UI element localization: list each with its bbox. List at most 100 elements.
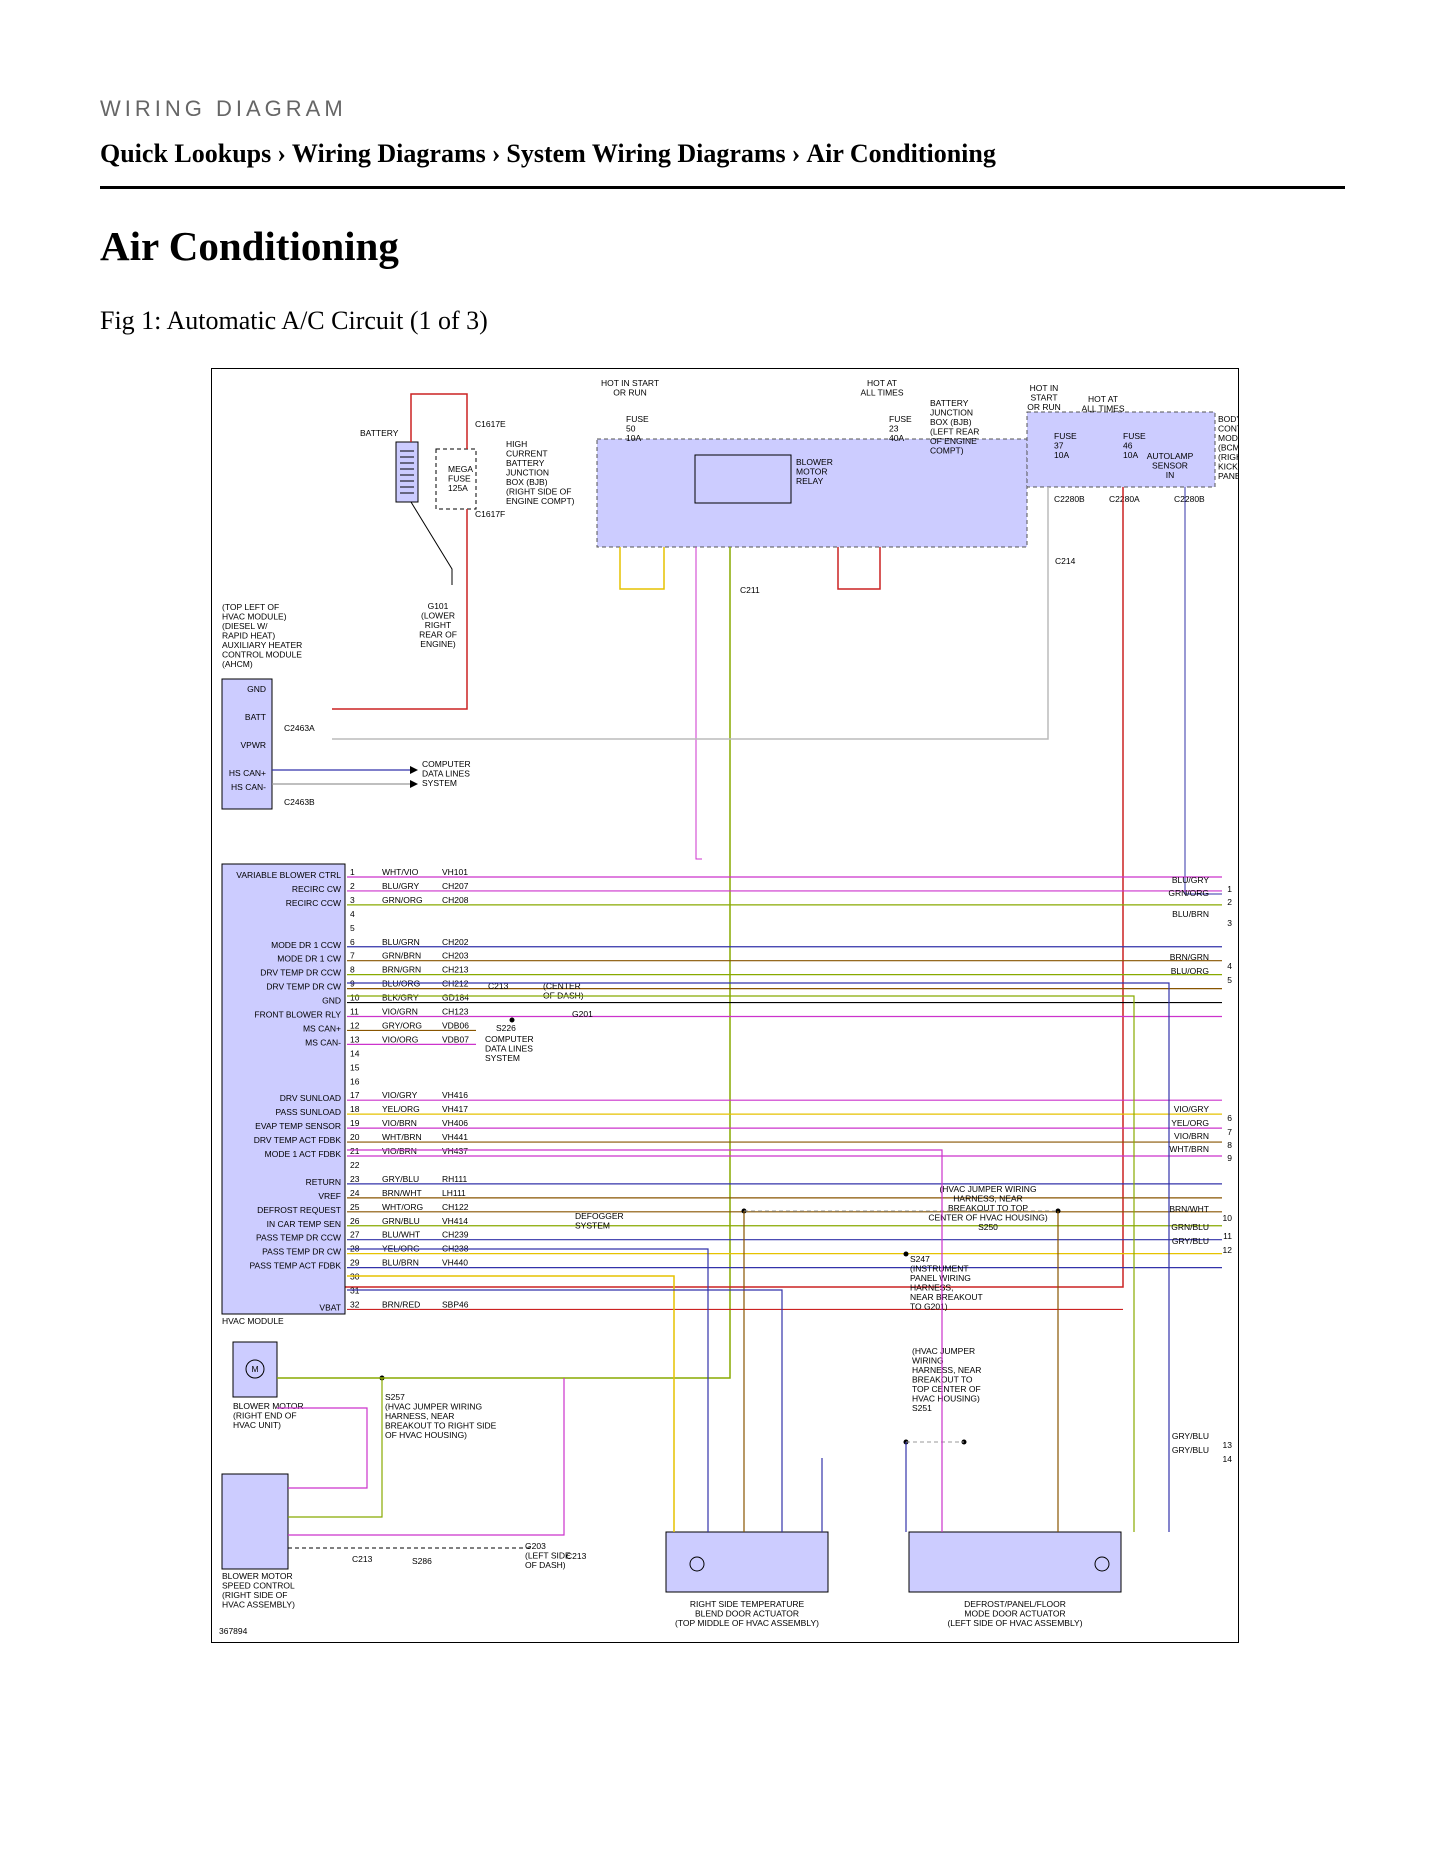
vio-grn-wire	[695, 547, 702, 860]
hvac-pin-number: 15	[350, 1062, 360, 1072]
hvac-pin-number: 17	[350, 1090, 360, 1100]
blower-motor-speed-control	[221, 1473, 289, 1570]
wire-color-label: BRN/RED	[382, 1299, 420, 1309]
right-wire-color: GRY/BLU	[1172, 1236, 1209, 1246]
figure-id: 367894	[219, 1626, 248, 1636]
evap-wire	[347, 1149, 943, 1532]
wire-color-label: VIO/GRY	[382, 1090, 418, 1100]
pass-temp-ccw-wire	[347, 1248, 709, 1532]
ahcm-pin-label: GND	[247, 684, 266, 694]
circuit-id-label: CH213	[442, 965, 469, 975]
circuit-id-label: VH414	[442, 1216, 468, 1226]
blu-brn-wire	[1184, 487, 1222, 895]
breadcrumb-separator: ›	[791, 139, 801, 168]
right-pin-number: 12	[1223, 1245, 1233, 1255]
grn-brn-wire	[347, 995, 1135, 1532]
hvac-pin-number: 6	[350, 937, 355, 947]
right-side-temp-actuator	[665, 1531, 829, 1593]
hvac-pin-number: 14	[350, 1048, 360, 1058]
page-title: Air Conditioning	[100, 223, 399, 269]
circuit-id-label: VH417	[442, 1104, 468, 1114]
circuit-id-label: VDB06	[442, 1020, 469, 1030]
wht-wire	[332, 487, 1049, 740]
battery-red-wire	[410, 393, 468, 449]
connector-label: C2280B	[1054, 494, 1085, 504]
battery-ground-wire	[410, 501, 453, 585]
connector-label: C2463B	[284, 797, 315, 807]
hvac-pin-name: PASS TEMP DR CW	[262, 1247, 341, 1257]
hvac-pin-name: MODE DR 1 CW	[277, 954, 341, 964]
ground-label: G201	[572, 1009, 593, 1019]
circuit-id-label: CH239	[442, 1230, 469, 1240]
circuit-id-label: GD184	[442, 993, 469, 1003]
hvac-pin-number: 13	[350, 1034, 360, 1044]
hvac-pin-number: 5	[350, 923, 355, 933]
circuit-id-label: VH416	[442, 1090, 468, 1100]
arrow-icon	[410, 780, 418, 788]
right-wire-color: GRY/BLU	[1172, 1445, 1209, 1455]
hvac-pin-name: MS CAN-	[305, 1037, 341, 1047]
hvac-pin-name: PASS TEMP DR CCW	[256, 1233, 341, 1243]
right-pin-number: 6	[1227, 1113, 1232, 1123]
right-wire-color: BLU/ORG	[1171, 966, 1209, 976]
right-pin-number: 5	[1227, 975, 1232, 985]
wire-color-label: BLK/GRY	[382, 993, 419, 1003]
body-control-module	[1026, 411, 1216, 488]
breadcrumb-separator: ›	[277, 139, 286, 168]
motor-icon	[689, 1556, 705, 1572]
right-wire-color: VIO/GRY	[1174, 1104, 1210, 1114]
hvac-pin-number: 21	[350, 1146, 360, 1156]
right-pin-number: 10	[1223, 1213, 1233, 1223]
hvac-pin-number: 8	[350, 965, 355, 975]
ahcm-module	[221, 678, 273, 810]
blower-motor	[232, 1341, 278, 1398]
right-wire-color: BRN/GRN	[1170, 952, 1209, 962]
connector-label: C213	[566, 1551, 587, 1561]
hvac-pin-name: GND	[322, 996, 341, 1006]
pass-temp-fdbk-wire	[347, 1289, 783, 1532]
hvac-pin-name: PASS TEMP ACT FDBK	[250, 1261, 342, 1271]
hvac-pin-number: 32	[350, 1299, 360, 1309]
right-wire-color: BRN/WHT	[1169, 1204, 1209, 1214]
breadcrumb: Quick Lookups›Wiring Diagrams›System Wir…	[100, 139, 996, 169]
circuit-id-label: CH208	[442, 895, 469, 905]
circuit-id-label: CH207	[442, 881, 469, 891]
breadcrumb-wiring-diagrams[interactable]: Wiring Diagrams	[291, 139, 486, 168]
circuit-id-label: RH111	[442, 1174, 467, 1184]
right-wire-color: BLU/BRN	[1172, 909, 1209, 919]
breadcrumb-system-wiring-diagrams[interactable]: System Wiring Diagrams	[506, 139, 786, 168]
connector-label: C213	[488, 981, 509, 991]
ahcm-pin-label: HS CAN-	[231, 782, 266, 792]
connector-label: C1617E	[475, 419, 506, 429]
breadcrumb-quick-lookups[interactable]: Quick Lookups	[100, 139, 272, 168]
hvac-pin-number: 18	[350, 1104, 360, 1114]
connector-label: C214	[1055, 556, 1076, 566]
circuit-id-label: LH111	[442, 1188, 466, 1198]
hvac-pin-name: VARIABLE BLOWER CTRL	[236, 870, 341, 880]
hvac-pin-name: RECIRC CCW	[286, 898, 341, 908]
batt-red-wire	[332, 509, 468, 710]
hvac-pin-number: 4	[350, 909, 355, 919]
motor-plus-wire	[288, 1378, 383, 1518]
wire-color-label: VIO/GRN	[382, 1007, 418, 1017]
hvac-pin-number: 7	[350, 951, 355, 961]
hvac-pin-name: DRV TEMP DR CW	[266, 982, 341, 992]
battery-label: BATTERY	[360, 428, 399, 438]
right-wire-color: YEL/ORG	[1171, 1118, 1209, 1128]
splice-label: S286	[412, 1556, 432, 1566]
hvac-pin-number: 2	[350, 881, 355, 891]
right-pin-number: 9	[1227, 1153, 1232, 1163]
right-wire-color: GRY/BLU	[1172, 1431, 1209, 1441]
